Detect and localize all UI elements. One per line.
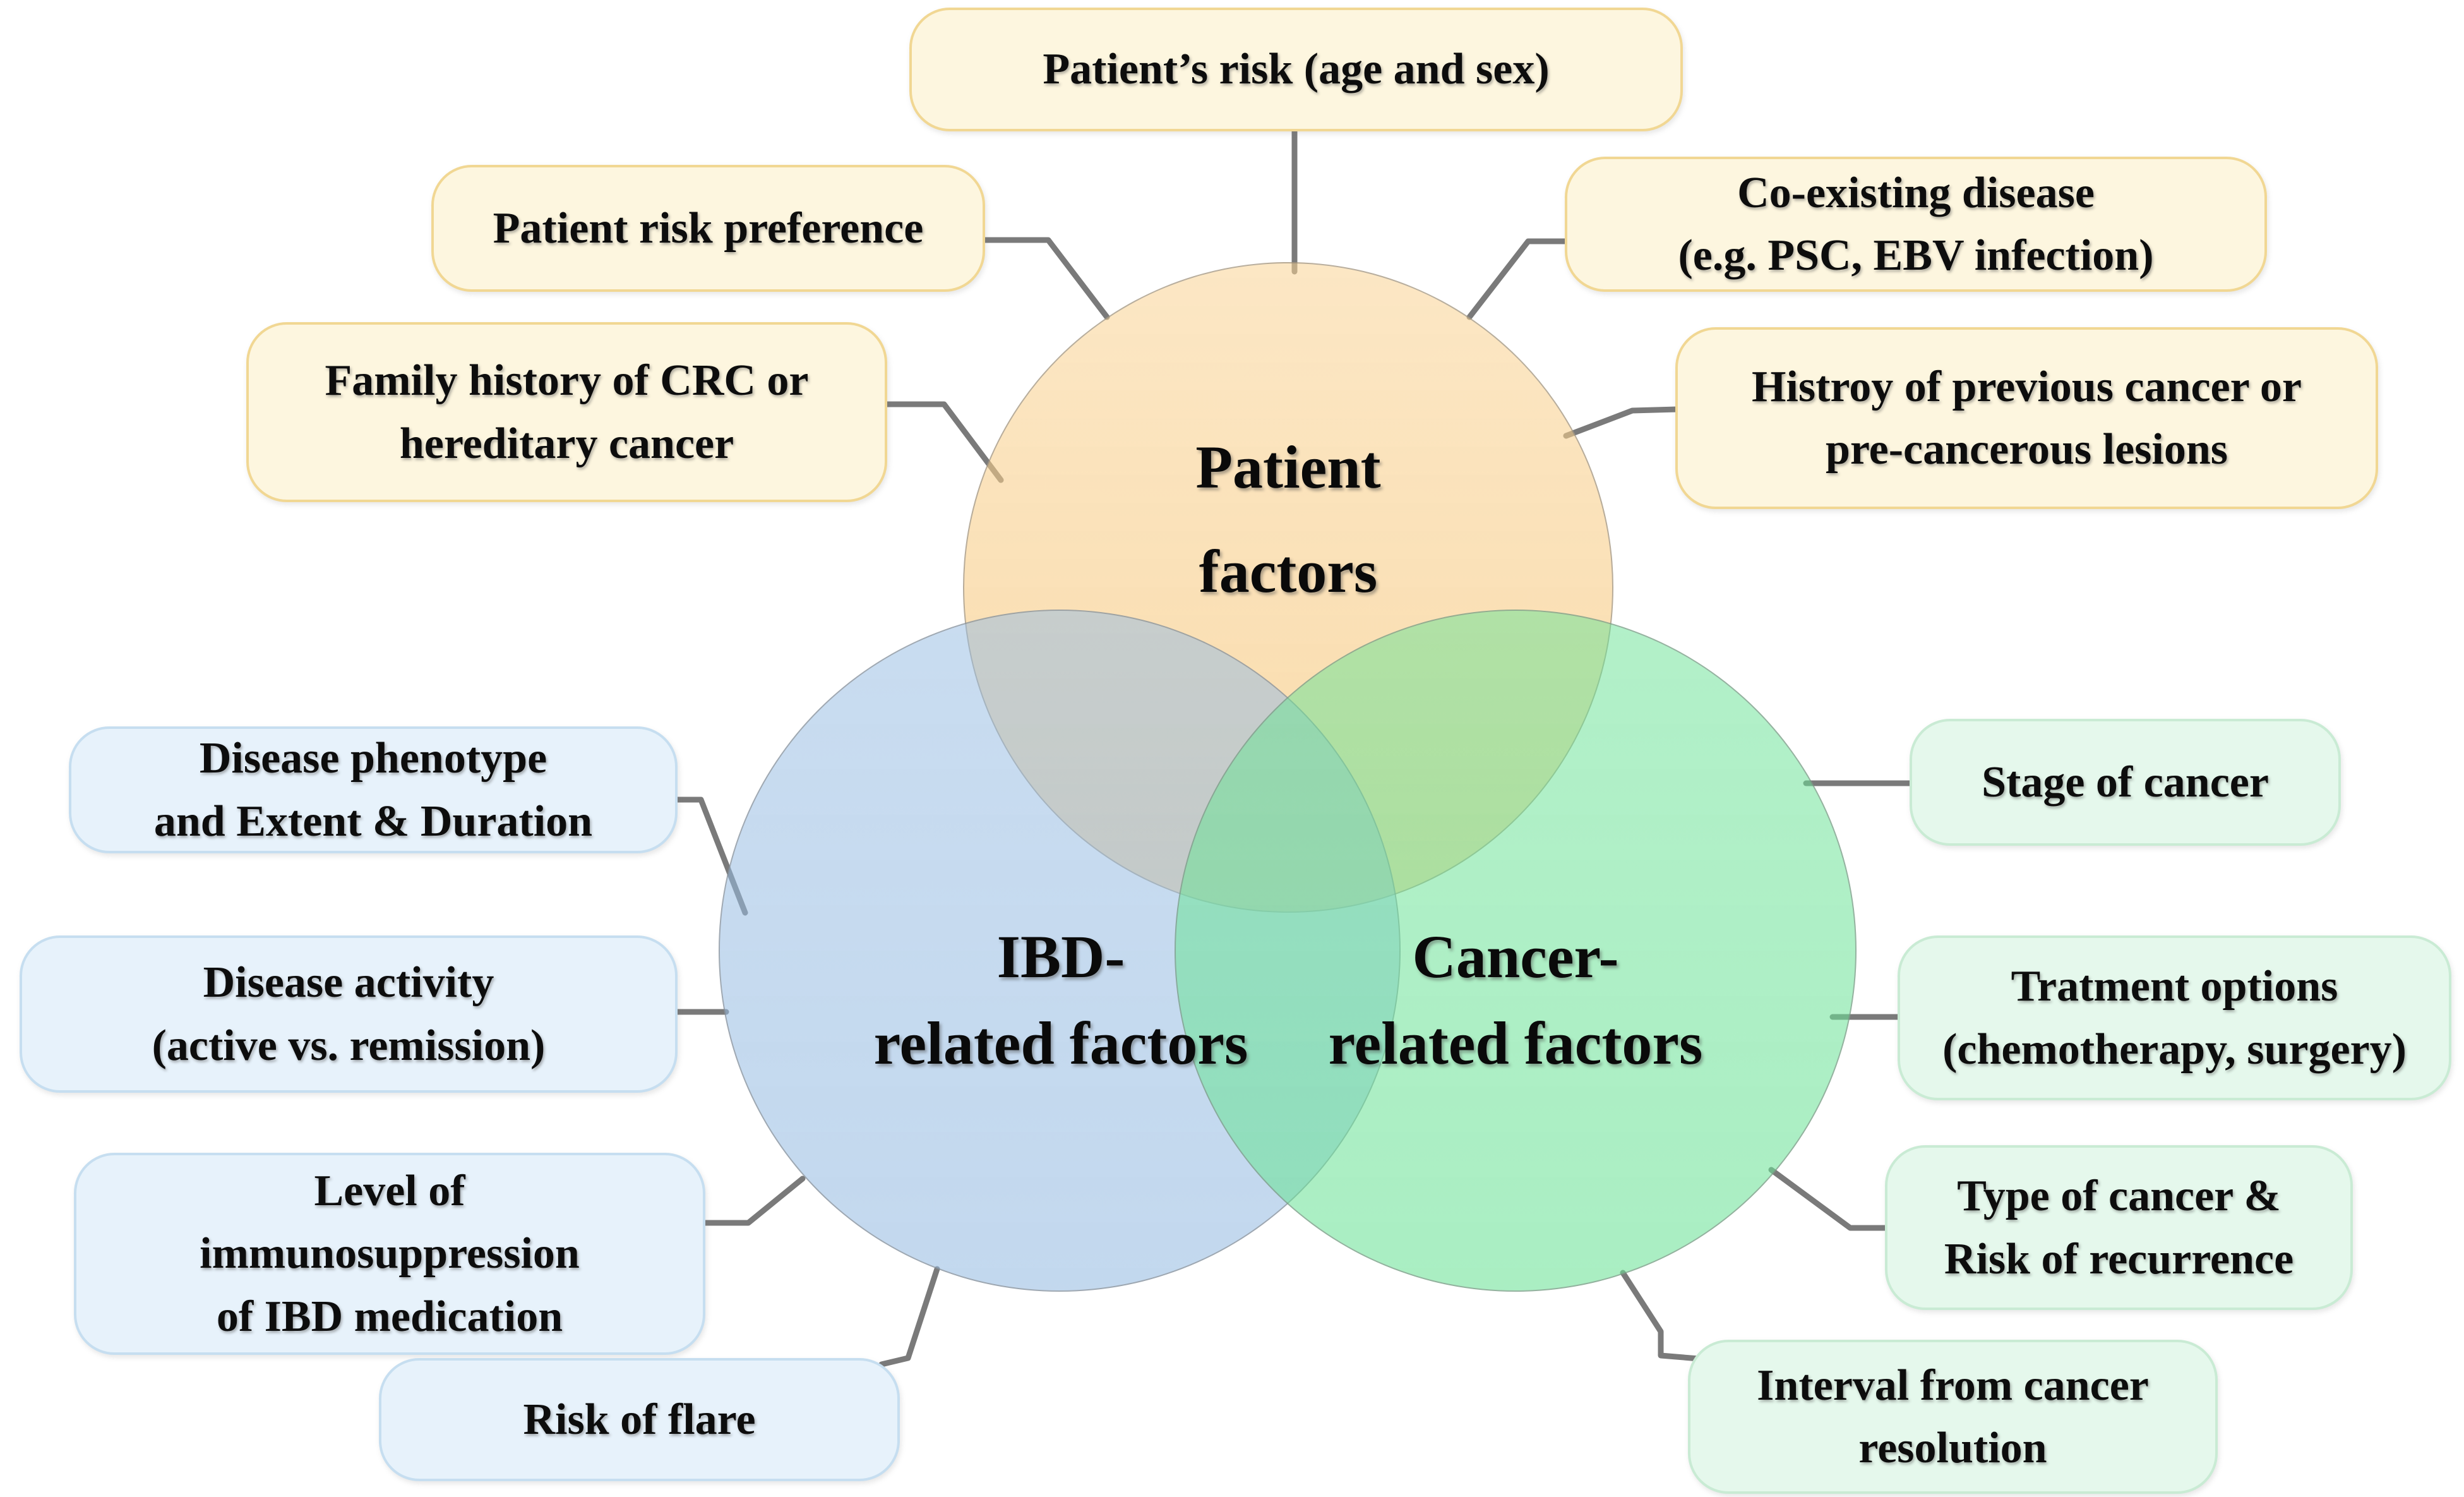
factor-box-line: (chemotherapy, surgery)	[1942, 1025, 2407, 1074]
factor-box-line: Risk of flare	[523, 1395, 756, 1444]
factor-box-label: Level of immunosuppression of IBD medica…	[200, 1160, 580, 1348]
connector-history-previous	[1563, 406, 1680, 439]
factor-box-label: Risk of flare	[523, 1388, 755, 1451]
factor-box-stage-of-cancer: Stage of cancer	[1910, 719, 2341, 846]
factor-box-line: Type of cancer &	[1957, 1172, 2281, 1221]
factor-box-level-of-immunosuppression: Level of immunosuppression of IBD medica…	[74, 1153, 705, 1355]
factor-box-family-history: Family history of CRC or hereditary canc…	[246, 322, 887, 502]
factor-box-line: resolution	[1858, 1424, 2047, 1472]
factor-box-line: immunosuppression	[200, 1229, 580, 1278]
connector-type-recurrence	[1768, 1167, 1891, 1231]
factor-box-interval-from-cancer-resolution: Interval from cancer resolution	[1688, 1340, 2218, 1494]
factor-box-line: Tratment options	[2011, 962, 2338, 1011]
factor-box-label: Disease activity (active vs. remission)	[152, 951, 546, 1077]
factor-box-line: (e.g. PSC, EBV infection)	[1678, 231, 2154, 280]
factor-box-label: Patient risk preference	[493, 197, 924, 260]
factor-box-risk-of-flare: Risk of flare	[379, 1358, 900, 1481]
factor-box-treatment-options: Tratment options (chemotherapy, surgery)	[1898, 935, 2451, 1100]
factor-box-label: Patient’s risk (age and sex)	[1043, 38, 1549, 100]
factor-box-label: Tratment options (chemotherapy, surgery)	[1942, 955, 2407, 1081]
factor-box-label: Interval from cancer resolution	[1757, 1354, 2149, 1480]
factor-box-type-of-cancer-recurrence: Type of cancer & Risk of recurrence	[1885, 1145, 2353, 1310]
factor-box-label: Type of cancer & Risk of recurrence	[1944, 1165, 2294, 1290]
factor-box-line: Co-existing disease	[1737, 168, 2095, 217]
factor-box-line: Risk of recurrence	[1944, 1234, 2294, 1284]
factor-box-label: Family history of CRC or hereditary canc…	[325, 349, 808, 475]
factor-box-line: (active vs. remission)	[152, 1021, 546, 1070]
factor-box-label: Histroy of previous cancer or pre-cancer…	[1752, 356, 2302, 481]
factor-box-line: Patient’s risk (age and sex)	[1043, 45, 1550, 94]
circle-label-line: factors	[1199, 538, 1378, 605]
factor-box-disease-activity: Disease activity (active vs. remission)	[20, 935, 678, 1093]
connector-interval	[1620, 1270, 1709, 1362]
circle-label-cancer-related-factors: Cancer- related factors	[1231, 922, 1800, 1078]
factor-box-line: Stage of cancer	[1982, 757, 2269, 807]
factor-box-label: Stage of cancer	[1982, 751, 2269, 814]
factor-box-line: hereditary cancer	[399, 419, 734, 468]
factor-box-line: Interval from cancer	[1757, 1361, 2149, 1410]
connector-coexisting	[1466, 238, 1569, 320]
circle-label-patient-factors: Patient factors	[1004, 433, 1572, 606]
circle-label-line: IBD-	[996, 923, 1125, 990]
factor-box-line: Histroy of previous cancer or	[1751, 362, 2302, 411]
factor-box-line: pre-cancerous lesions	[1825, 425, 2228, 474]
factor-box-history-previous-cancer: Histroy of previous cancer or pre-cancer…	[1675, 327, 2378, 509]
factor-box-patient-risk-preference: Patient risk preference	[431, 165, 985, 292]
factor-box-line: Level of	[314, 1166, 465, 1215]
connector-family-history	[884, 401, 1004, 483]
factor-box-line: and Extent & Duration	[153, 797, 593, 846]
factor-box-co-existing-disease: Co-existing disease (e.g. PSC, EBV infec…	[1565, 157, 2267, 292]
factor-box-label: Disease phenotype and Extent & Duration	[154, 727, 592, 853]
factor-box-line: Disease phenotype	[199, 734, 547, 783]
venn-circle-cancer-related-factors	[1175, 610, 1857, 1292]
connector-flare	[878, 1266, 940, 1368]
factor-box-line: Family history of CRC or	[325, 356, 809, 406]
circle-label-line: related factors	[1328, 1009, 1703, 1077]
connector-immunosuppression	[702, 1175, 806, 1226]
factor-box-line: Patient risk preference	[493, 203, 924, 253]
factor-box-line: of IBD medication	[216, 1292, 563, 1341]
circle-label-line: Cancer-	[1412, 923, 1619, 990]
circle-label-ibd-related-factors: IBD- related factors	[777, 922, 1345, 1078]
connector-risk-preference	[981, 237, 1110, 320]
circle-label-line: Patient	[1195, 433, 1381, 501]
circle-label-line: related factors	[873, 1009, 1248, 1077]
factor-box-disease-phenotype: Disease phenotype and Extent & Duration	[69, 726, 678, 853]
factor-box-line: Disease activity	[203, 958, 494, 1007]
factor-box-patients-risk-age-sex: Patient’s risk (age and sex)	[909, 8, 1683, 131]
factor-box-label: Co-existing disease (e.g. PSC, EBV infec…	[1678, 162, 2153, 287]
